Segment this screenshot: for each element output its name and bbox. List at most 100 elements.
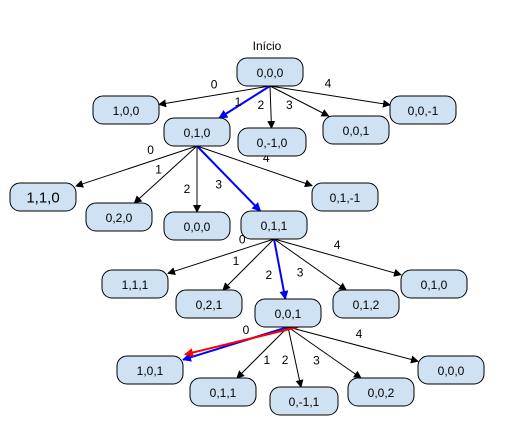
edge-label-root-a1: 1 <box>235 95 242 109</box>
start-label: Início <box>253 39 282 53</box>
node-box-b3 <box>240 210 308 240</box>
node-box-root <box>236 57 304 87</box>
edge-c2-d3 <box>287 326 362 379</box>
node-label-a3: 0,0,1 <box>343 124 370 138</box>
node-label-root: 0,0,0 <box>257 66 284 80</box>
node-b0: 1,1,0 <box>9 182 77 212</box>
node-box-c3 <box>332 289 400 319</box>
node-label-a0: 1,0,0 <box>113 104 140 118</box>
node-label-c0: 1,1,1 <box>122 278 149 292</box>
edge-label-c2-d1: 1 <box>264 353 271 367</box>
node-box-c0 <box>101 269 169 299</box>
node-label-c4: 0,1,0 <box>421 278 448 292</box>
edge-label-c2-d0: 0 <box>243 323 250 337</box>
edge-c2-d0-alt <box>184 326 299 357</box>
node-box-d0 <box>116 355 184 385</box>
edge-b3-c0 <box>167 238 275 275</box>
node-d1: 0,1,1 <box>189 377 257 407</box>
node-label-a4: 0,0,-1 <box>408 104 439 118</box>
node-label-c3: 0,1,2 <box>353 298 380 312</box>
node-box-b4 <box>311 182 379 212</box>
node-label-d2: 0,-1,1 <box>289 395 320 409</box>
edge-label-root-a3: 3 <box>286 98 293 112</box>
edge-label-c2-d4: 4 <box>356 327 363 341</box>
node-box-d1 <box>189 377 257 407</box>
edge-label-a1-b1: 1 <box>155 162 162 176</box>
node-c3: 0,1,2 <box>332 289 400 319</box>
node-d0: 1,0,1 <box>116 355 184 385</box>
edge-label-b3-c1: 1 <box>233 254 240 268</box>
edge-label-a1-b4: 4 <box>263 151 270 165</box>
edge-c2-d4 <box>287 326 419 364</box>
edge-root-a0 <box>158 85 271 108</box>
node-box-c2 <box>254 298 322 328</box>
node-c2: 0,0,1 <box>254 298 322 328</box>
edge-label-c2-d3: 3 <box>313 354 320 368</box>
node-label-b0: 1,1,0 <box>26 190 59 207</box>
node-box-b1 <box>85 202 153 232</box>
edge-a1-b1 <box>133 145 198 204</box>
edge-label-b3-c2: 2 <box>265 268 272 282</box>
node-box-a2 <box>237 127 307 157</box>
node-label-d0: 1,0,1 <box>137 364 164 378</box>
node-a2: 0,-1,0 <box>237 127 307 157</box>
node-b2: 0,0,0 <box>163 211 231 241</box>
edge-b3-c2 <box>273 238 289 300</box>
node-a4: 0,0,-1 <box>389 95 457 125</box>
edge-c2-d1 <box>236 326 289 379</box>
edge-label-a1-b3: 3 <box>215 178 222 192</box>
edge-a1-b4 <box>196 145 313 188</box>
edge-root-a1 <box>218 85 271 119</box>
edge-c2-d2 <box>287 326 304 388</box>
edge-a1-b0 <box>75 145 198 188</box>
node-box-b2 <box>163 211 231 241</box>
node-box-c1 <box>175 289 243 319</box>
node-d4: 0,0,0 <box>417 355 485 385</box>
node-box-d4 <box>417 355 485 385</box>
node-box-a0 <box>92 95 160 125</box>
node-root: 0,0,0 <box>236 57 304 87</box>
node-c1: 0,2,1 <box>175 289 243 319</box>
edge-label-b3-c0: 0 <box>239 232 246 246</box>
edge-b3-c1 <box>222 238 275 291</box>
edge-c2-d0 <box>182 326 289 362</box>
node-a3: 0,0,1 <box>322 115 390 145</box>
edge-a1-b3 <box>196 145 262 212</box>
node-d3: 0,0,2 <box>347 377 415 407</box>
node-a0: 1,0,0 <box>92 95 160 125</box>
node-box-d3 <box>347 377 415 407</box>
node-box-a1 <box>163 117 231 147</box>
node-c0: 1,1,1 <box>101 269 169 299</box>
edge-root-a3 <box>269 85 330 117</box>
node-a1: 0,1,0 <box>163 117 231 147</box>
node-label-c2: 0,0,1 <box>275 307 302 321</box>
node-box-b0 <box>9 182 77 212</box>
edge-label-b3-c3: 3 <box>297 266 304 280</box>
node-label-d1: 0,1,1 <box>210 386 237 400</box>
node-label-c1: 0,2,1 <box>196 298 223 312</box>
node-label-b4: 0,1,-1 <box>330 191 361 205</box>
node-label-b1: 0,2,0 <box>106 211 133 225</box>
node-label-b2: 0,0,0 <box>184 220 211 234</box>
node-c4: 0,1,0 <box>400 269 468 299</box>
edge-label-root-a4: 4 <box>325 77 332 91</box>
node-box-d2 <box>269 386 339 416</box>
node-box-a4 <box>389 95 457 125</box>
node-b1: 0,2,0 <box>85 202 153 232</box>
edge-b3-c4 <box>273 238 402 277</box>
node-label-d4: 0,0,0 <box>438 364 465 378</box>
edge-label-root-a0: 0 <box>211 77 218 91</box>
edge-label-a1-b0: 0 <box>147 143 154 157</box>
node-label-a1: 0,1,0 <box>184 126 211 140</box>
node-box-a3 <box>322 115 390 145</box>
node-label-d3: 0,0,2 <box>368 386 395 400</box>
node-box-c4 <box>400 269 468 299</box>
edge-label-c2-d2: 2 <box>282 353 289 367</box>
node-b4: 0,1,-1 <box>311 182 379 212</box>
edge-b3-c3 <box>273 238 348 291</box>
edge-label-a1-b2: 2 <box>184 182 191 196</box>
edge-label-b3-c4: 4 <box>334 238 341 252</box>
node-d2: 0,-1,1 <box>269 386 339 416</box>
node-label-a2: 0,-1,0 <box>257 136 288 150</box>
